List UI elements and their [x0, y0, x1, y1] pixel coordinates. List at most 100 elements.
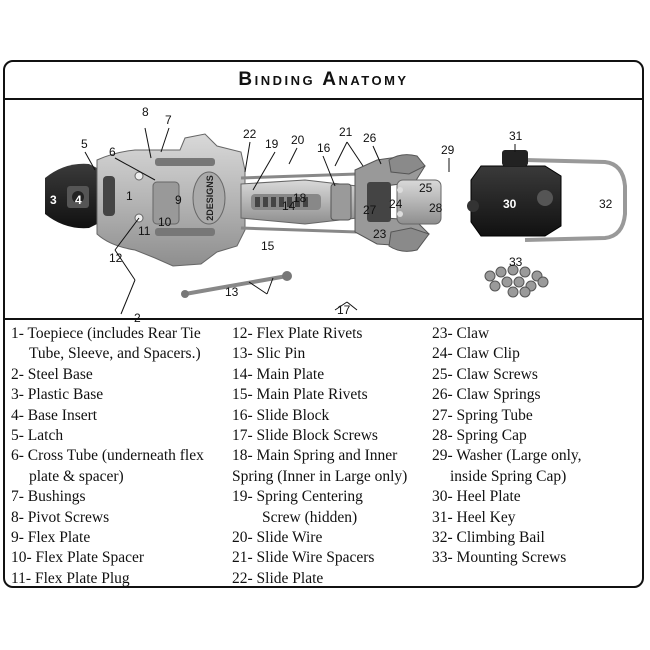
label-10: 10: [158, 215, 172, 229]
legend-item-text: 11- Flex Plate Plug: [11, 569, 130, 587]
mounting-screws: [484, 264, 549, 298]
title-divider: [5, 98, 642, 100]
label-15: 15: [261, 239, 275, 253]
legend-item-text: 30- Heel Plate: [432, 488, 521, 506]
legend-item-continuation: inside Spring Cap): [450, 467, 567, 485]
label-1: 1: [126, 189, 133, 203]
legend-item: 9- Flex Plate: [11, 528, 233, 548]
label-27: 27: [363, 203, 377, 217]
svg-text:2DESIGNS: 2DESIGNS: [205, 175, 215, 221]
legend-item: 22- Slide Plate: [232, 569, 428, 589]
label-14: 14: [282, 199, 296, 213]
legend-item: 14- Main Plate: [232, 365, 428, 385]
legend-item-text: 32- Climbing Bail: [432, 529, 545, 547]
label-22: 22: [243, 127, 257, 141]
legend-divider: [5, 318, 642, 320]
climbing-bail: [524, 158, 627, 242]
legend-item: 7- Bushings: [11, 487, 233, 507]
legend-item: 12- Flex Plate Rivets: [232, 324, 428, 344]
toepiece: 2DESIGNS: [96, 133, 246, 267]
legend-item: 26- Claw Springs: [432, 385, 642, 405]
legend-item-text: 22- Slide Plate: [232, 569, 324, 587]
label-24: 24: [389, 197, 403, 211]
spring-cap: [396, 179, 442, 225]
label-7: 7: [165, 113, 172, 127]
legend-item-text: 1- Toepiece (includes Rear Tie: [11, 325, 201, 342]
legend-item: 27- Spring Tube: [432, 406, 642, 426]
label-28: 28: [429, 201, 443, 215]
claw-assembly: [354, 154, 442, 252]
legend-item: 13- Slic Pin: [232, 344, 428, 364]
label-4: 4: [75, 193, 82, 207]
legend-item: 5- Latch: [11, 426, 233, 446]
cross-tube-slot: [103, 176, 115, 216]
legend-item: 20- Slide Wire: [232, 528, 428, 548]
diagram-title: Binding Anatomy: [238, 69, 409, 90]
legend-item-continuation: Tube, Sleeve, and Spacers.): [29, 345, 201, 363]
legend-item: 11- Flex Plate Plug: [11, 569, 233, 589]
legend-item-text: 5- Latch: [11, 427, 64, 445]
label-21: 21: [339, 125, 353, 139]
label-9: 9: [175, 193, 182, 207]
legend-item: 30- Heel Plate: [432, 487, 642, 507]
label-6: 6: [109, 145, 116, 159]
main-plate: [240, 172, 358, 234]
diagram-frame: Binding Anatomy: [3, 60, 644, 588]
legend-item-text: 19- Spring Centering: [232, 488, 363, 506]
legend-item: 24- Claw Clip: [432, 344, 642, 364]
label-8: 8: [142, 105, 149, 119]
legend-item-text: 3- Plastic Base: [11, 386, 104, 404]
legend-item-text: 28- Spring Cap: [432, 427, 527, 445]
legend-item: 23- Claw: [432, 324, 642, 344]
legend-item-text: 29- Washer (Large only,: [432, 447, 582, 465]
legend-item-text: 24- Claw Clip: [432, 345, 520, 363]
legend-item-text: 31- Heel Key: [432, 508, 516, 526]
legend-item-text: 20- Slide Wire: [232, 529, 323, 547]
spring-tube: [367, 182, 391, 222]
label-17: 17: [337, 303, 351, 317]
legend-item-text: 27- Spring Tube: [432, 406, 533, 424]
label-23: 23: [373, 227, 387, 241]
legend-item-text: 26- Claw Springs: [432, 386, 541, 404]
legend-item: 28- Spring Cap: [432, 426, 642, 446]
legend-item: 15- Main Plate Rivets: [232, 385, 428, 405]
legend-item: 4- Base Insert: [11, 406, 233, 426]
logo-badge: [192, 171, 226, 225]
label-20: 20: [291, 133, 305, 147]
legend-item-text: 4- Base Insert: [11, 406, 98, 424]
legend-column-2: 12- Flex Plate Rivets 13- Slic Pin 14- Mai…: [232, 324, 428, 589]
leader-lines: [84, 127, 516, 315]
legend-item-text: 10- Flex Plate Spacer: [11, 549, 145, 567]
label-13: 13: [225, 285, 239, 299]
legend-item-text: 18- Main Spring and Inner: [232, 447, 398, 465]
slide-wire: [240, 172, 358, 180]
legend-item: 32- Climbing Bail: [432, 528, 642, 548]
legend-item-text: 17- Slide Block Screws: [232, 427, 378, 445]
legend-item: 2- Steel Base: [11, 365, 233, 385]
legend-item-text: 8- Pivot Screws: [11, 508, 110, 526]
label-26: 26: [363, 131, 377, 145]
legend-item-text: 2- Steel Base: [11, 365, 93, 383]
legend-item-text: 7- Bushings: [11, 488, 86, 506]
legend-item-text: 33- Mounting Screws: [432, 549, 567, 567]
legend-item-text: 13- Slic Pin: [232, 345, 306, 363]
legend-item-text: 14- Main Plate: [232, 365, 325, 383]
legend-item: 10- Flex Plate Spacer: [11, 548, 233, 568]
legend-item: 29- Washer (Large only, inside Spring Cap…: [432, 446, 642, 487]
legend-item-continuation: Spring (Inner in Large only): [232, 467, 408, 485]
label-31: 31: [509, 129, 523, 143]
legend-item: 16- Slide Block: [232, 406, 428, 426]
callout-labels: 1 2 3 4 5 6 7 8 9 10 11 12 13 14 15 16 1…: [50, 105, 613, 325]
legend-item-continuation: plate & spacer): [29, 467, 124, 485]
plastic-base: [45, 163, 101, 229]
label-12: 12: [109, 251, 123, 265]
label-11: 11: [138, 224, 151, 238]
legend-item-text: 12- Flex Plate Rivets: [232, 325, 363, 342]
heel-piece: [467, 150, 627, 242]
legend-item: 17- Slide Block Screws: [232, 426, 428, 446]
